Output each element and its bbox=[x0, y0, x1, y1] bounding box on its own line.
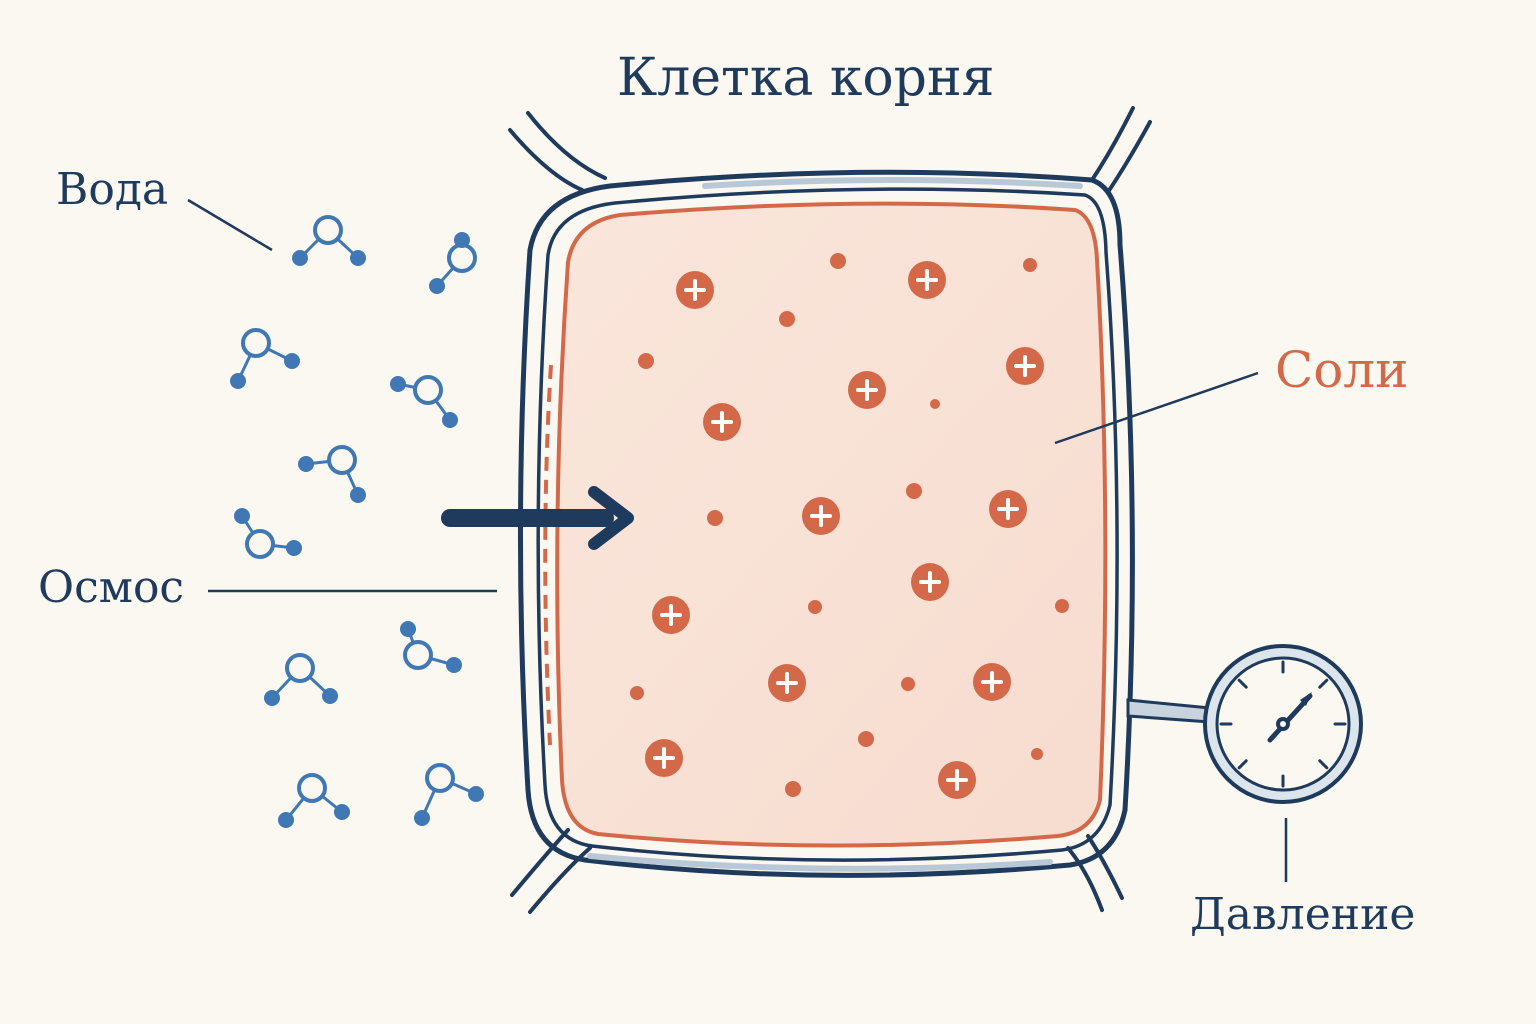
pressure-gauge-icon bbox=[1126, 644, 1363, 804]
water-molecule-icon bbox=[390, 375, 458, 428]
salt-ion-icon bbox=[703, 403, 741, 441]
water-molecule-icon bbox=[400, 621, 462, 673]
water-leader-line bbox=[187, 198, 273, 252]
wall-highlight-bottom bbox=[587, 853, 1053, 872]
water-molecule-icon bbox=[414, 763, 484, 826]
arrow-right-icon bbox=[441, 486, 634, 550]
inner-cell-wall bbox=[536, 187, 1119, 862]
salt-particles bbox=[630, 253, 1069, 797]
salt-ion-icon bbox=[645, 739, 683, 777]
salt-ion-icon bbox=[848, 371, 886, 409]
salt-ions bbox=[645, 261, 1044, 799]
salt-particle bbox=[1031, 748, 1043, 760]
salt-ion-icon bbox=[652, 596, 690, 634]
salt-ion-icon bbox=[911, 563, 949, 601]
salts-leader-line bbox=[1054, 371, 1259, 445]
water-molecule-icon bbox=[234, 508, 302, 559]
neighbor-cell-walls bbox=[508, 106, 1152, 914]
salt-particle bbox=[785, 781, 801, 797]
salt-ion-icon bbox=[1006, 347, 1044, 385]
salt-ion-icon bbox=[938, 761, 976, 799]
pressure-label: Давление bbox=[1190, 889, 1416, 940]
diagram-title: Клетка корня bbox=[617, 48, 995, 108]
salt-particle bbox=[1055, 599, 1069, 613]
water-label: Вода bbox=[56, 164, 169, 215]
salt-particle bbox=[707, 510, 723, 526]
wall-highlight-top bbox=[702, 177, 1083, 189]
salt-ion-icon bbox=[908, 261, 946, 299]
salt-particle bbox=[630, 686, 644, 700]
salt-ion-icon bbox=[973, 663, 1011, 701]
water-molecule-icon bbox=[264, 653, 338, 706]
outer-cell-wall bbox=[517, 169, 1135, 878]
salt-particle bbox=[808, 600, 822, 614]
water-molecule-icon bbox=[429, 232, 477, 294]
salt-ion-icon bbox=[989, 490, 1027, 528]
salt-ion-icon bbox=[802, 497, 840, 535]
salt-particle bbox=[930, 399, 940, 409]
water-molecules bbox=[230, 215, 484, 828]
salt-particle bbox=[779, 311, 795, 327]
salt-particle bbox=[901, 677, 915, 691]
water-molecule-icon bbox=[278, 773, 350, 828]
water-molecule-icon bbox=[298, 445, 366, 503]
salt-particle bbox=[638, 353, 654, 369]
salt-particle bbox=[830, 253, 846, 269]
salt-particle bbox=[1023, 258, 1037, 272]
salt-particle bbox=[858, 731, 874, 747]
salts-label: Соли bbox=[1275, 341, 1409, 399]
osmosis-label: Осмос bbox=[38, 562, 185, 613]
water-molecule-icon bbox=[292, 215, 366, 266]
membrane-dashes bbox=[543, 364, 553, 746]
salt-ion-icon bbox=[676, 271, 714, 309]
water-molecule-icon bbox=[230, 328, 300, 389]
salt-particle bbox=[906, 483, 922, 499]
salt-ion-icon bbox=[768, 664, 806, 702]
